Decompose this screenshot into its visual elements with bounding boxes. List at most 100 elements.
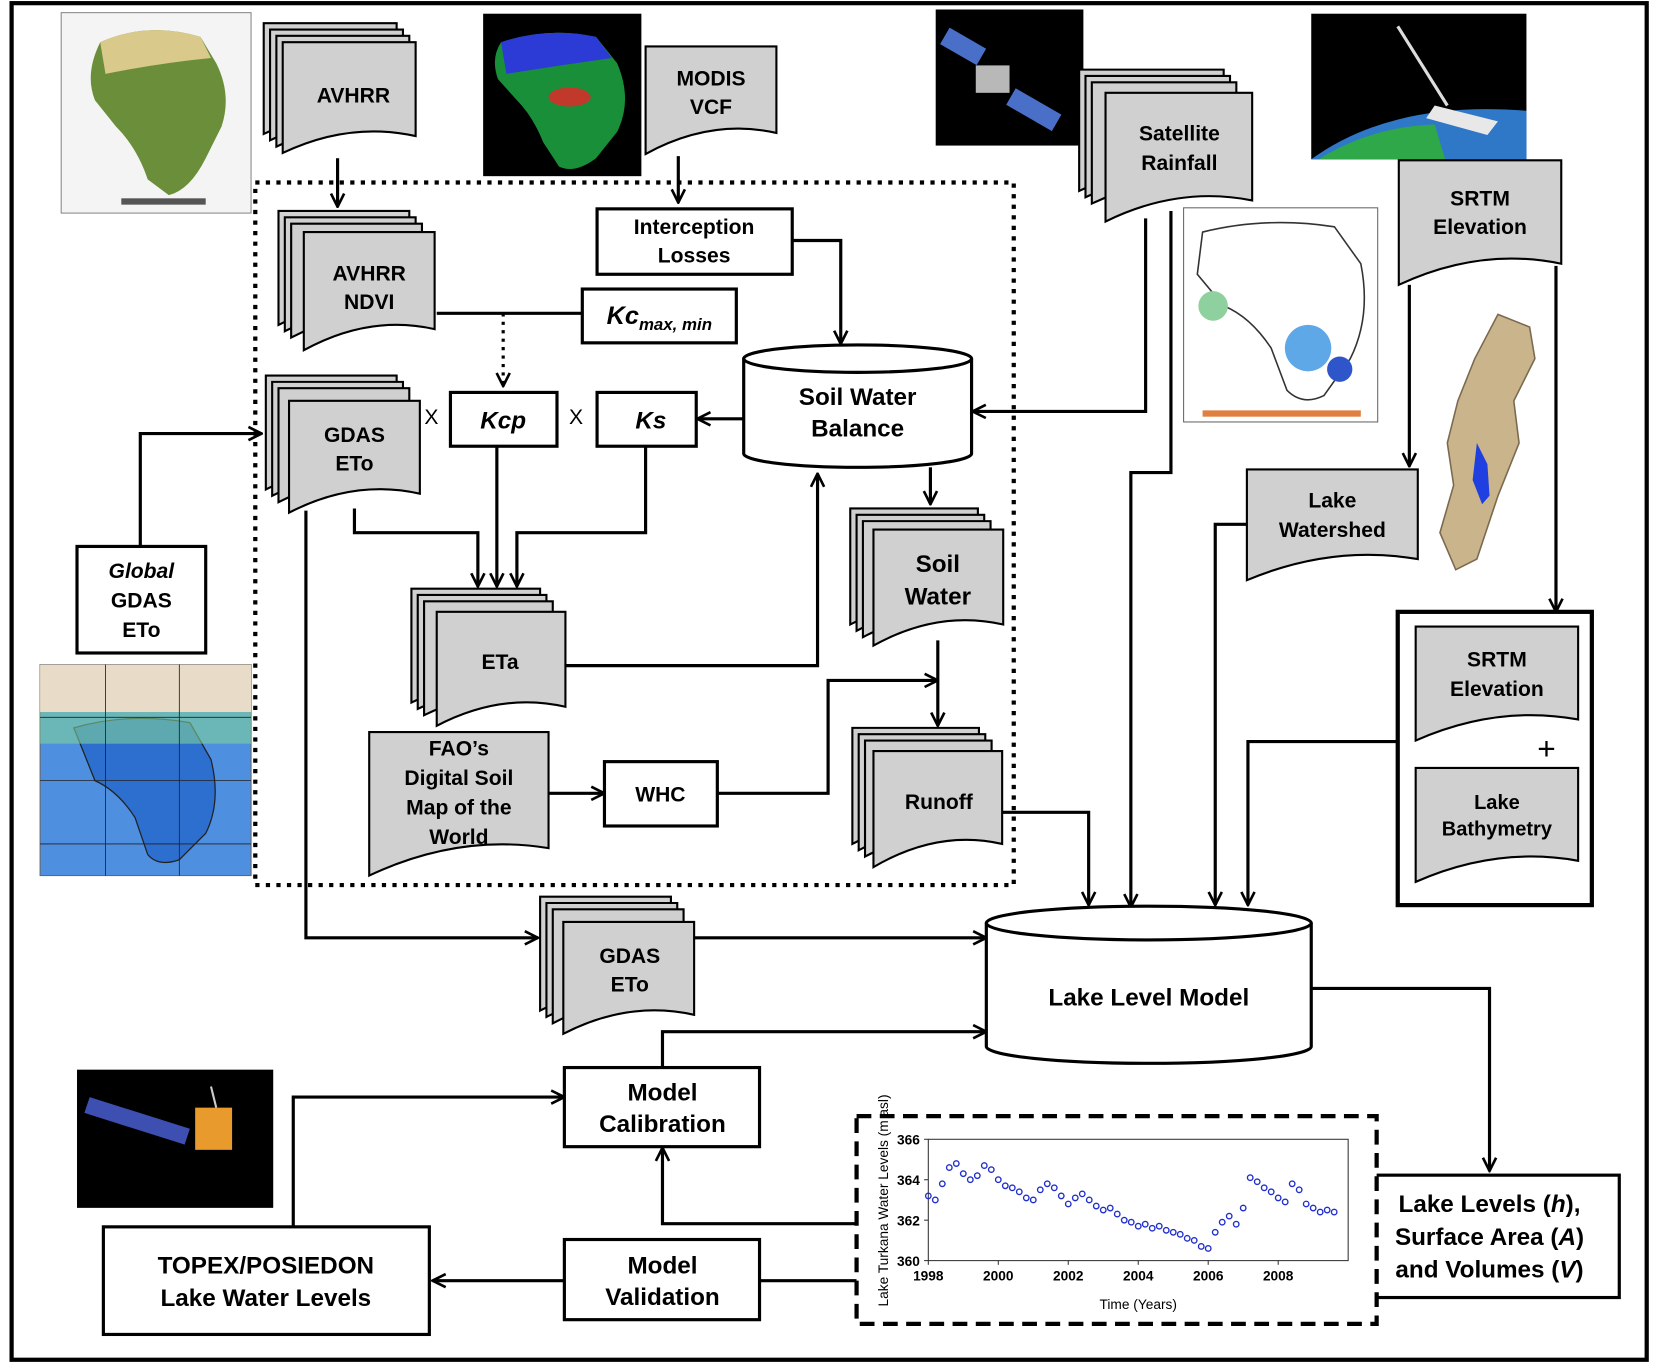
edge-rainfall-to-lake-model <box>1131 210 1173 907</box>
chart-data-point <box>1036 1186 1044 1194</box>
chart-data-point <box>1288 1180 1296 1188</box>
avhrr-data-node[interactable]: AVHRR <box>262 22 417 155</box>
interception-label-line-1: Interception <box>634 216 755 239</box>
gdas-lower-label-line-2: ETo <box>611 974 649 997</box>
outputs-line-3-a: and Volumes ( <box>1395 1256 1560 1283</box>
edge-calibration-to-lake-model <box>660 1032 986 1068</box>
chart-data-point <box>1323 1206 1331 1214</box>
outputs-line-1-b: h <box>1551 1191 1566 1218</box>
chart-data-point <box>1015 1188 1023 1196</box>
outputs-line-2: Surface Area (A) <box>1395 1224 1584 1251</box>
edge-whc-to-runoff <box>717 680 937 795</box>
fao-label-line-4: World <box>429 826 488 849</box>
modis-vcf-node[interactable]: MODIS VCF <box>644 45 778 156</box>
chart-data-point <box>1029 1196 1037 1204</box>
topex-satellite-image <box>77 1069 274 1208</box>
kcp-node[interactable]: Kcp <box>448 390 559 448</box>
lake-watershed-node[interactable]: Lake Watershed <box>1245 468 1419 582</box>
elevation-bathymetry-group[interactable]: SRTM Elevation + Lake Bathymetry <box>1395 609 1594 908</box>
chart-x-tick-label: 2006 <box>1193 1269 1224 1284</box>
gdas-inner-label-line-2: ETo <box>335 452 373 475</box>
chart-data-point <box>1232 1220 1240 1228</box>
chart-data-point <box>1127 1218 1135 1226</box>
chart-y-tick-label: 366 <box>897 1133 920 1148</box>
edge-watershed-to-lake-model <box>1215 522 1247 905</box>
chart-data-point <box>1099 1206 1107 1214</box>
fao-label-line-2: Digital Soil <box>404 767 513 790</box>
srtm-elevation-inner-node[interactable]: SRTM Elevation <box>1414 625 1580 743</box>
chart-points <box>924 1160 1338 1252</box>
chart-data-point <box>1085 1196 1093 1204</box>
chart-data-point <box>1239 1204 1247 1212</box>
ks-node[interactable]: Ks <box>595 390 698 448</box>
chart-data-point <box>1316 1208 1324 1216</box>
interception-label-line-2: Losses <box>658 245 731 268</box>
chart-data-point <box>1106 1204 1114 1212</box>
chart-data-point <box>1113 1210 1121 1218</box>
chart-data-point <box>931 1196 939 1204</box>
lake-bathymetry-node[interactable]: Lake Bathymetry <box>1414 766 1580 884</box>
outputs-line-1: Lake Levels (h), <box>1399 1191 1581 1218</box>
outputs-line-3-b: V <box>1559 1256 1577 1283</box>
lake-level-model-node[interactable]: Lake Level Model <box>984 904 1313 1065</box>
chart-data-point <box>1302 1200 1310 1208</box>
srtm-inner-label-line-1: SRTM <box>1467 649 1527 672</box>
edge-gdas-to-eta <box>352 508 477 586</box>
fao-label-line-1: FAO’s <box>429 737 489 760</box>
chart-data-point <box>938 1180 946 1188</box>
gdas-lower-label-line-1: GDAS <box>599 945 660 968</box>
chart-data-point <box>1204 1245 1212 1252</box>
edge-runoff-to-lake-model <box>1002 810 1089 905</box>
chart-data-point <box>1183 1234 1191 1242</box>
interception-losses-node[interactable]: Interception Losses <box>595 207 794 276</box>
global-eto-label-line-1: Global <box>109 560 176 583</box>
gdas-inner-label-line-1: GDAS <box>324 424 385 447</box>
chart-data-point <box>1260 1184 1268 1192</box>
soil-water-model-boundary <box>253 180 1016 888</box>
global-gdas-eto-node[interactable]: Global GDAS ETo <box>75 544 208 655</box>
model-calibration-node[interactable]: Model Calibration <box>562 1065 762 1149</box>
chart-data-point <box>994 1176 1002 1184</box>
calibration-label-line-2: Calibration <box>599 1111 726 1138</box>
edge-interception-to-balance <box>792 238 841 344</box>
chart-data-point <box>973 1172 981 1180</box>
edge-ks-to-eta <box>517 447 648 586</box>
chart-data-point <box>980 1162 988 1170</box>
edge-rainfall-to-balance <box>973 218 1148 411</box>
srtm-elevation-top-node[interactable]: SRTM Elevation <box>1397 159 1563 287</box>
chart-plot-area <box>927 1138 1349 1262</box>
fao-soil-map-node[interactable]: FAO’s Digital Soil Map of the World <box>368 731 550 878</box>
kc-max-min-node[interactable]: Kcmax, min <box>580 287 738 345</box>
kc-label: Kcmax, min <box>607 302 712 334</box>
lake-outputs-node[interactable]: Lake Levels (h), Surface Area (A) and Vo… <box>1359 1173 1621 1300</box>
chart-data-point <box>1281 1198 1289 1206</box>
satellite-rainfall-node[interactable]: Satellite Rainfall <box>1078 68 1254 224</box>
africa-ndvi-map <box>483 13 642 177</box>
multiply-sign-1: X <box>424 406 438 429</box>
outputs-line-3: and Volumes (V) <box>1395 1256 1583 1283</box>
whc-node[interactable]: WHC <box>602 760 719 828</box>
outputs-line-1-a: Lake Levels ( <box>1399 1191 1552 1218</box>
topex-levels-node[interactable]: TOPEX/POSIEDON Lake Water Levels <box>101 1225 431 1337</box>
chart-x-tick-label: 1998 <box>913 1269 944 1284</box>
edge-inputs-group-to-lake-model <box>1248 740 1398 906</box>
gdas-eto-inner-node[interactable]: GDAS ETo <box>264 374 421 515</box>
model-validation-node[interactable]: Model Validation <box>562 1237 762 1322</box>
ndvi-label-line-2: NDVI <box>344 291 394 314</box>
edge-chart-to-calibration <box>662 1148 857 1226</box>
soil-water-node[interactable]: Soil Water <box>849 507 1005 648</box>
chart-data-point <box>1295 1186 1303 1194</box>
avhrr-ndvi-node[interactable]: AVHRR NDVI <box>277 209 436 353</box>
soil-water-label-line-2: Water <box>905 583 972 610</box>
runoff-node[interactable]: Runoff <box>851 726 1004 869</box>
soil-water-balance-node[interactable]: Soil Water Balance <box>742 343 974 469</box>
chart-data-point <box>952 1160 960 1167</box>
chart-data-point <box>1225 1212 1233 1220</box>
lake-model-label: Lake Level Model <box>1048 984 1249 1011</box>
gdas-eto-lower-node[interactable]: GDAS ETo <box>539 895 696 1036</box>
ks-label: Ks <box>635 407 666 434</box>
eta-node[interactable]: ETa <box>410 587 567 728</box>
chart-data-point <box>1218 1218 1226 1226</box>
chart-x-tick-label: 2004 <box>1123 1269 1154 1284</box>
watershed-label-line-1: Lake <box>1308 489 1356 512</box>
